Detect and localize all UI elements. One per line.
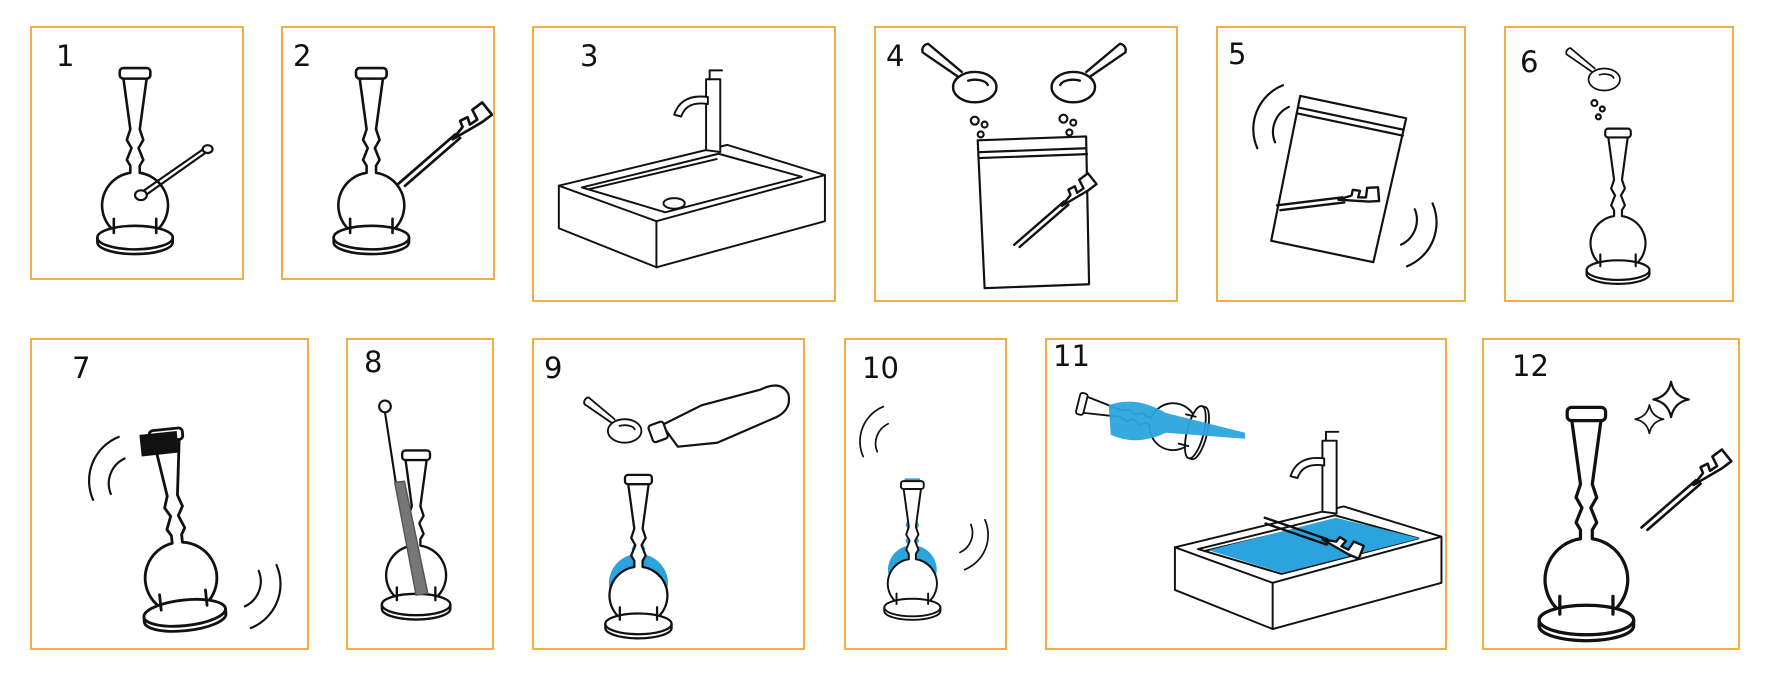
downstem-icon — [397, 101, 493, 188]
step-panel-5: 5 — [1216, 26, 1466, 302]
bong-icon — [1537, 405, 1636, 643]
step-5-illustration — [1252, 84, 1438, 268]
zip-bag-icon — [1263, 90, 1411, 268]
bong-icon — [332, 66, 411, 256]
downstem-icon — [1640, 448, 1733, 532]
step-number: 12 — [1512, 349, 1549, 383]
step-7-illustration — [87, 423, 282, 637]
step-panel-10: 10 — [844, 338, 1007, 650]
shake-lines-icon — [859, 405, 889, 458]
step-panel-4: 4 — [874, 26, 1178, 302]
step-panel-9: 9 — [532, 338, 805, 650]
sparkle-icon — [1634, 380, 1690, 435]
step-3-illustration — [557, 69, 826, 269]
step-4-illustration — [921, 42, 1127, 290]
bong-icon — [1585, 127, 1651, 285]
step-11-illustration — [1070, 375, 1443, 631]
step-number: 11 — [1053, 339, 1090, 373]
step-number: 7 — [72, 351, 91, 385]
step-number: 1 — [56, 39, 75, 73]
step-panel-2: 2 — [281, 26, 495, 280]
step-panel-6: 6 — [1504, 26, 1734, 302]
step-2-illustration — [332, 66, 493, 256]
bowl-removal-icon — [133, 144, 214, 202]
step-12-illustration — [1537, 380, 1733, 643]
step-panel-1: 1 — [30, 26, 244, 280]
scoop-icon — [1565, 47, 1621, 92]
bong-icon — [883, 478, 942, 621]
bong-icon — [96, 66, 175, 256]
step-6-illustration — [1565, 47, 1651, 285]
shake-lines-icon — [1252, 84, 1290, 150]
scoop-icon — [921, 42, 998, 104]
bong-icon — [604, 473, 673, 640]
step-8-illustration — [378, 399, 452, 621]
step-number: 8 — [364, 345, 383, 379]
shake-lines-icon — [959, 518, 989, 571]
step-panel-7: 7 — [30, 338, 309, 650]
bong-icon — [1070, 375, 1246, 463]
scoop-icon — [1050, 42, 1127, 104]
zip-bag-icon — [976, 135, 1091, 290]
sink-icon — [1173, 430, 1443, 631]
scoop-icon — [583, 396, 643, 444]
step-panel-12: 12 — [1482, 338, 1740, 650]
pipe-brush-icon — [378, 399, 429, 597]
step-panel-3: 3 — [532, 26, 836, 302]
step-10-illustration — [859, 405, 989, 621]
step-number: 9 — [544, 351, 563, 385]
bong-icon — [123, 423, 229, 637]
step-1-illustration — [96, 66, 214, 256]
shake-lines-icon — [1399, 202, 1438, 268]
step-number: 4 — [886, 39, 905, 73]
sink-icon — [557, 69, 826, 269]
step-number: 6 — [1520, 45, 1539, 79]
shake-lines-icon — [87, 435, 126, 501]
step-number: 10 — [862, 351, 899, 385]
bottle-icon — [647, 384, 791, 448]
step-panel-11: 11 — [1045, 338, 1447, 650]
shake-lines-icon — [243, 563, 282, 630]
step-number: 2 — [293, 39, 312, 73]
step-panel-8: 8 — [346, 338, 494, 650]
step-9-illustration — [583, 384, 791, 640]
cap-icon — [139, 430, 179, 457]
step-number: 3 — [580, 39, 599, 73]
step-number: 5 — [1228, 37, 1247, 71]
